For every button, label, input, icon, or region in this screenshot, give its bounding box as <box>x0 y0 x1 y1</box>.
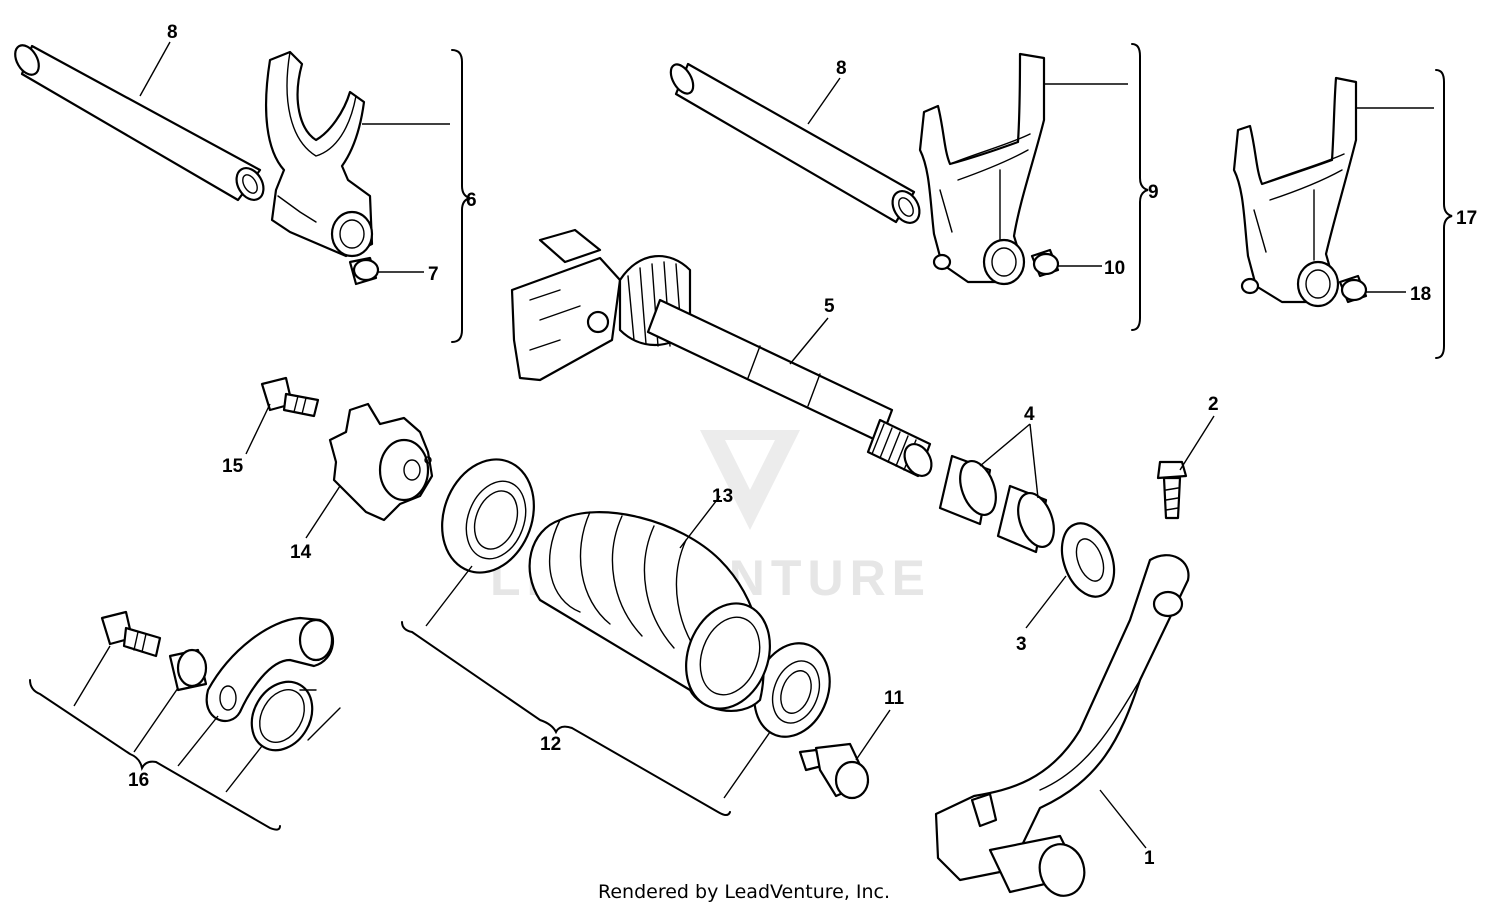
callout-18: 18 <box>1410 284 1431 305</box>
bracket-17 <box>1435 69 1453 359</box>
shift-spindle-5[interactable] <box>510 228 937 481</box>
callout-9: 9 <box>1148 182 1159 203</box>
bolt-16[interactable] <box>100 610 162 658</box>
callout-11: 11 <box>884 688 905 709</box>
callout-7: 7 <box>428 264 439 285</box>
bushing-18[interactable] <box>1338 274 1368 304</box>
callout-16: 16 <box>128 770 149 791</box>
shift-drum-13[interactable] <box>528 511 784 720</box>
callout-5: 5 <box>824 296 835 317</box>
callout-6: 6 <box>466 190 477 211</box>
drum-star-14[interactable] <box>328 402 434 522</box>
stopper-arm-16[interactable] <box>205 616 335 722</box>
shift-rod-right[interactable] <box>666 61 925 228</box>
callout-13: 13 <box>712 486 733 507</box>
bracket-9 <box>1131 43 1149 331</box>
collar-16[interactable] <box>168 648 208 692</box>
bushing-7[interactable] <box>348 256 380 286</box>
shift-fork-17[interactable] <box>1232 76 1358 308</box>
credit-text: Rendered by LeadVenture, Inc. <box>598 881 890 903</box>
callouts: 8 6 7 8 9 10 17 18 5 4 2 3 1 15 14 13 11… <box>128 22 1477 869</box>
collar-4a[interactable] <box>938 454 1003 526</box>
bearing-12b[interactable] <box>742 633 842 748</box>
shift-fork-6[interactable] <box>265 50 374 258</box>
shift-rod-left[interactable] <box>10 41 269 205</box>
callout-4: 4 <box>1024 404 1035 425</box>
bolt-15[interactable] <box>260 376 320 418</box>
bracket-6 <box>451 49 471 343</box>
bracket-12 <box>401 621 731 816</box>
callout-17: 17 <box>1456 208 1477 229</box>
callout-2: 2 <box>1208 394 1219 415</box>
bushing-10[interactable] <box>1030 248 1060 278</box>
callout-3: 3 <box>1016 634 1027 655</box>
washer-3[interactable] <box>1052 516 1123 604</box>
callout-8-left: 8 <box>167 22 178 43</box>
callout-14: 14 <box>290 542 312 563</box>
leader-lines <box>73 41 1434 849</box>
callout-12: 12 <box>540 734 561 755</box>
shift-fork-9[interactable] <box>918 52 1046 286</box>
bracket-16 <box>29 679 281 831</box>
callout-1: 1 <box>1144 848 1155 869</box>
bolt-2[interactable] <box>1156 460 1188 520</box>
callout-15: 15 <box>222 456 244 477</box>
pin-11[interactable] <box>798 742 870 800</box>
callout-10: 10 <box>1104 258 1125 279</box>
callout-8-right: 8 <box>836 58 847 79</box>
spring-16[interactable] <box>240 671 341 761</box>
collar-4b[interactable] <box>996 484 1061 554</box>
shift-pedal-1[interactable] <box>934 554 1190 901</box>
